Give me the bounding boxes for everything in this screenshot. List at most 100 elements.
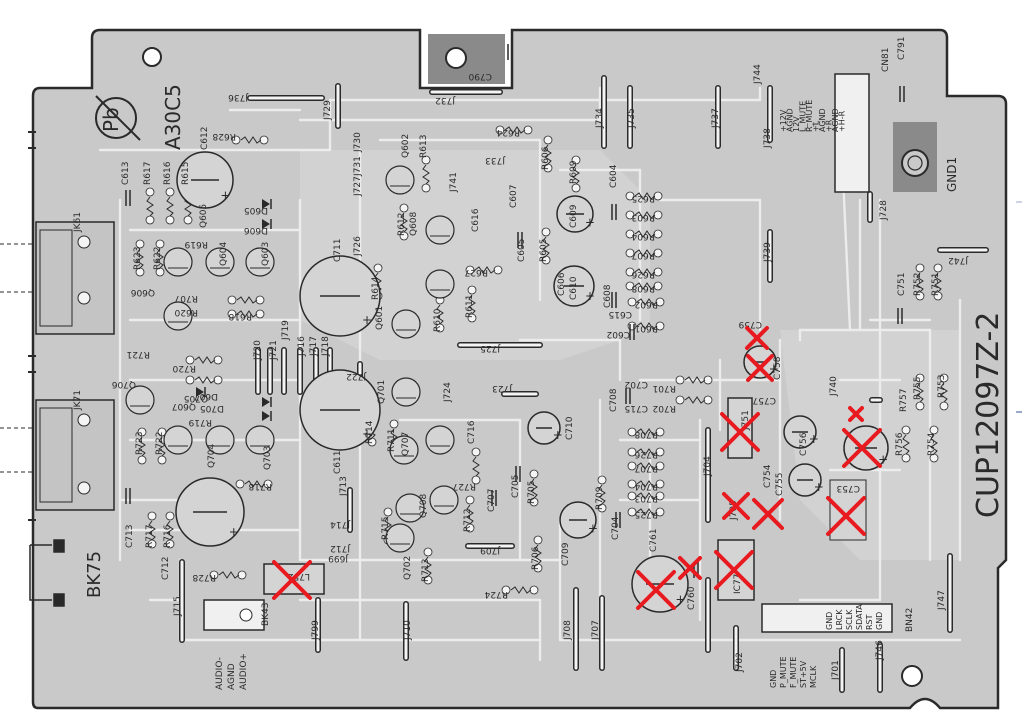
- component-label-r728: R728: [192, 572, 216, 582]
- resistor-h-1-pad-a: [625, 210, 635, 220]
- resistor-h-1-body: [634, 211, 656, 219]
- resistor-v-33-body: [148, 520, 156, 541]
- removal-mark-c753: [842, 428, 882, 468]
- resistor-v-53-body: [534, 544, 542, 565]
- component-label-c604: C604: [609, 164, 619, 188]
- component-label-r605: R605: [539, 239, 549, 262]
- component-label-c761: C761: [649, 529, 659, 552]
- cn81-pin-8: AGND: [831, 108, 840, 132]
- component-label-j715: J715: [173, 596, 183, 617]
- component-label-c754: C754: [763, 464, 773, 488]
- bn42-connector: [761, 603, 893, 633]
- resistor-v-30-body: [156, 248, 164, 269]
- transistor-4: [385, 165, 415, 195]
- component-label-q703: Q703: [263, 446, 273, 470]
- component-label-r704: R704: [634, 481, 658, 491]
- component-label-q701: Q701: [377, 380, 387, 404]
- component-label-c713: C713: [125, 525, 135, 548]
- resistor-h-21-body: [244, 480, 266, 488]
- component-label-r627: R627: [465, 267, 488, 277]
- part-layer: +++++++++++++: [125, 44, 905, 613]
- component-label-r612: R612: [397, 213, 407, 236]
- resistor-v-35-body: [916, 272, 924, 293]
- component-label-c612: C612: [200, 127, 210, 150]
- resistor-v-54-body: [424, 556, 432, 577]
- resistor-v-46-pad-b: [571, 183, 581, 193]
- resistor-v-41-pad-a: [373, 263, 383, 273]
- resistor-h-15-pad-b: [703, 395, 713, 405]
- resistor-h-16-pad-b: [259, 135, 269, 145]
- resistor-v-57-pad-a: [421, 155, 431, 165]
- component-label-d605: D605: [244, 205, 268, 215]
- resistor-v-31-body: [138, 436, 146, 457]
- resistor-h-12-body: [636, 492, 658, 500]
- cap-c758-polarity: +: [769, 362, 779, 376]
- resistor-v-48-pad-a: [389, 419, 399, 429]
- component-label-c610: C610: [569, 276, 579, 300]
- component-label-r755: R755: [913, 377, 923, 400]
- component-label-r624: R624: [496, 127, 520, 137]
- cap-c711-polarity: +: [362, 313, 372, 327]
- component-label-r615: R615: [181, 162, 191, 185]
- component-label-c709: C709: [561, 542, 571, 566]
- component-label-l752: L752: [288, 571, 310, 581]
- resistor-v-27-body: [166, 196, 174, 217]
- bottom-mount-hole: [901, 665, 923, 687]
- component-label-r701: R701: [653, 383, 676, 393]
- component-label-r626: R626: [631, 269, 655, 279]
- resistor-h-16-body: [240, 136, 262, 144]
- cn81-pin-4: R_MUTE: [805, 100, 814, 132]
- cap-c712-polarity: +: [229, 525, 239, 539]
- resistor-h-16-pad-a: [231, 135, 241, 145]
- resistor-h-3-body: [634, 249, 656, 257]
- bn42-left-pin-4: MCLK: [809, 665, 818, 688]
- resistor-h-8-pad-a: [627, 427, 637, 437]
- component-label-bk43: BK43: [261, 602, 271, 626]
- resistor-v-26-pad-a: [145, 187, 155, 197]
- component-label-r614: R614: [371, 276, 381, 300]
- bn42-left-pin-2: F_MUTE: [789, 657, 798, 688]
- bn42-right-pin-3: SDATA: [855, 604, 864, 630]
- component-label-r714: R714: [365, 420, 375, 444]
- resistor-v-47-body: [542, 236, 550, 257]
- bn42-right-pin-5: GND: [875, 612, 884, 630]
- audio-pin-labels: AUDIO- AGND AUDIO+: [215, 653, 249, 690]
- component-label-j709: J709: [480, 545, 501, 555]
- cap-c710-polarity: +: [553, 428, 563, 442]
- bn42-left-pin-0: GND: [769, 670, 778, 688]
- removal-mark-c758: [746, 354, 774, 382]
- component-label-r719: R719: [188, 417, 212, 427]
- resistor-v-30-pad-a: [155, 239, 165, 249]
- transistor-13: [385, 523, 415, 553]
- component-label-r723: R723: [135, 432, 145, 455]
- resistor-h-6-body: [636, 298, 658, 306]
- component-label-c611: C611: [333, 451, 343, 474]
- gnd1-label: GND1: [945, 157, 959, 192]
- component-label-r716: R716: [163, 524, 173, 548]
- component-label-r722: R722: [155, 432, 165, 455]
- removal-mark-c754: [722, 492, 750, 520]
- transistor-0: [163, 247, 193, 277]
- resistor-v-26-pad-b: [145, 215, 155, 225]
- resistor-v-52-pad-a: [597, 475, 607, 485]
- component-label-c702: C702: [625, 379, 648, 389]
- component-label-j747: J747: [937, 590, 947, 611]
- removal-mark-c755: [752, 498, 784, 530]
- component-label-r623: R623: [133, 247, 143, 270]
- diode-4: [262, 411, 270, 421]
- resistor-v-40-body: [930, 434, 938, 455]
- pb-free-symbol: Pb: [95, 95, 141, 141]
- resistor-v-26-body: [146, 196, 154, 217]
- resistor-h-11-body: [636, 480, 658, 488]
- component-label-r610: R610: [433, 308, 443, 332]
- removal-mark-c759: [745, 326, 769, 350]
- component-label-q705: Q705: [184, 393, 208, 403]
- transistor-10: [425, 425, 455, 455]
- resistor-v-29-pad-a: [135, 239, 145, 249]
- component-label-r603: R603: [632, 212, 655, 222]
- resistor-h-13-body: [636, 508, 658, 516]
- component-label-j730: J730: [353, 132, 363, 153]
- component-label-r608: R608: [631, 283, 655, 293]
- resistor-v-39-pad-a: [901, 425, 911, 435]
